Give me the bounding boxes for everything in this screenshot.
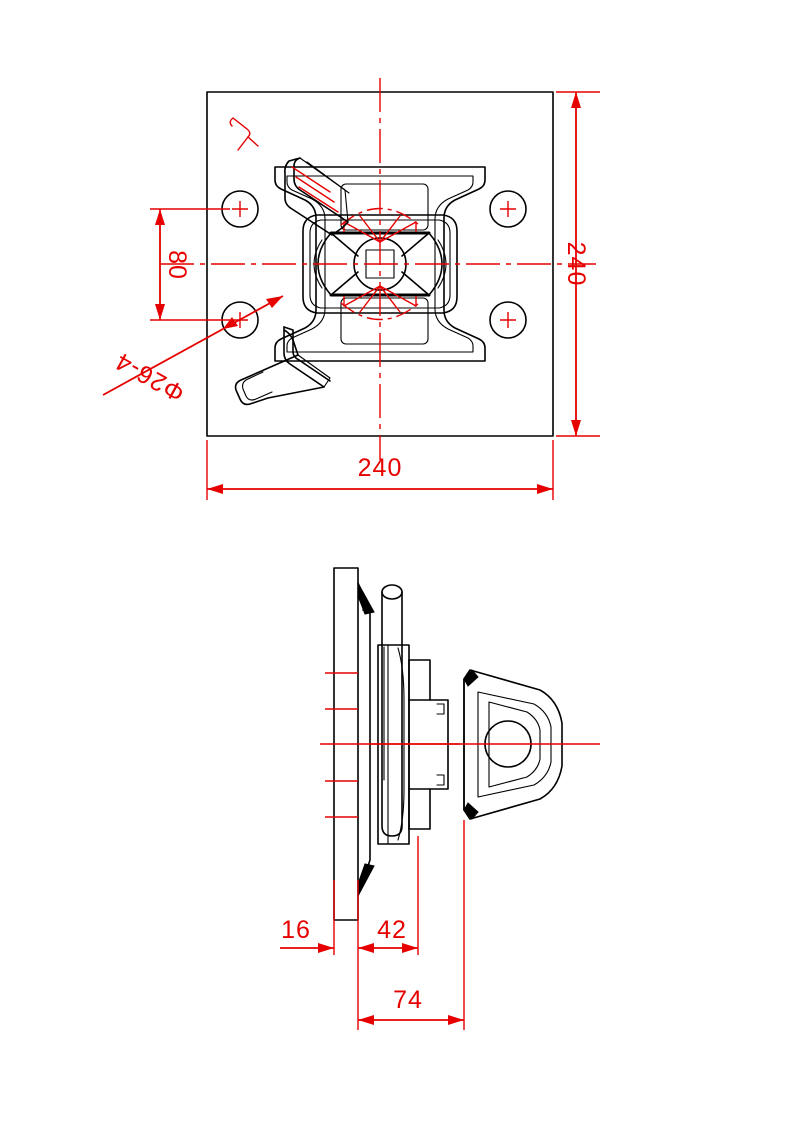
plan-housing-upper-recess — [340, 183, 429, 231]
plan-handle-lever — [234, 326, 331, 406]
side-handle-rod-top — [381, 584, 403, 600]
dim-hole-diameter-label: Φ26-4 — [110, 347, 189, 408]
dim-hole-pitch: 80 — [150, 208, 230, 321]
bolt-hole-top-right — [489, 190, 527, 228]
dim-overall-depth-label: 74 — [393, 986, 423, 1014]
side-dim-extension-lines — [333, 820, 465, 1030]
dim-hole-pitch-label: 80 — [163, 250, 191, 280]
plan-hook-symbol-icon — [229, 117, 259, 151]
bolt-hole-bottom-right — [489, 301, 527, 339]
plan-cone-red-webs — [343, 215, 417, 313]
dim-plate-width: 240 — [206, 440, 554, 500]
dim-plate-height-label: 240 — [562, 242, 590, 287]
side-lock-body — [357, 582, 449, 897]
dim-plate-thickness: 16 — [280, 916, 334, 953]
plan-lock-housing — [274, 166, 486, 362]
plan-handle-upper — [284, 157, 350, 236]
dim-body-depth-label: 42 — [377, 916, 407, 944]
dim-plate-height: 240 — [556, 91, 600, 437]
plan-handle-upper-red — [291, 166, 339, 213]
dim-plate-thickness-label: 16 — [281, 916, 311, 944]
plan-housing-lower-recess — [340, 297, 429, 345]
plan-view: 240 240 80 Φ26-4 — [102, 78, 600, 500]
dim-plate-width-label: 240 — [358, 454, 403, 482]
dim-overall-depth: 74 — [358, 986, 464, 1025]
side-view: 16 42 74 — [280, 567, 600, 1030]
side-plate-centerline-ticks — [325, 672, 358, 818]
plan-centerlines — [160, 78, 596, 460]
dim-body-depth: 42 — [358, 916, 418, 953]
